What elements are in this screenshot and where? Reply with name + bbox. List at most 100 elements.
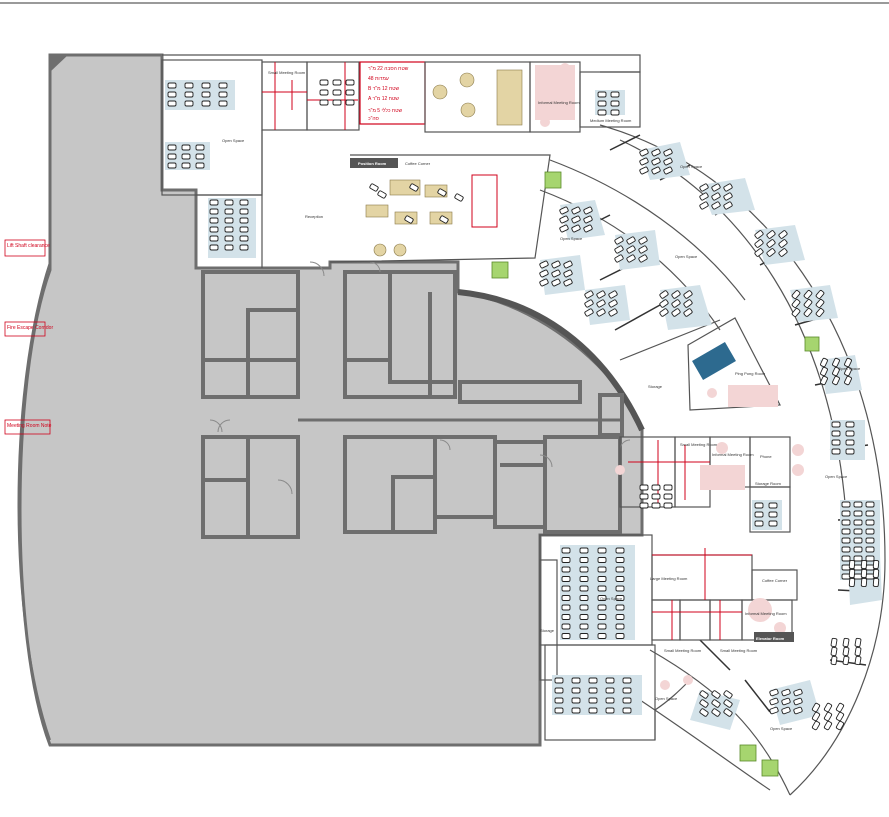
desk-icon xyxy=(723,183,733,192)
desk-icon xyxy=(201,100,211,107)
desk-icon xyxy=(579,633,589,639)
desk-icon xyxy=(195,153,205,160)
desk-icon xyxy=(209,235,219,242)
room-label: Ping Pong Room xyxy=(735,371,766,376)
desk-icon xyxy=(563,269,573,278)
desk-icon xyxy=(539,278,549,287)
desk-icon xyxy=(831,430,841,437)
desk-icon xyxy=(224,217,234,224)
red-note-top: שטח הסבה 22 מ"ר עמדות 48 B שטח 12 מ"ר A … xyxy=(368,66,409,122)
room-label: Informal Meeting Room xyxy=(745,611,787,616)
svg-text:סה"כ: סה"כ xyxy=(368,116,379,122)
desk-icon xyxy=(218,91,228,98)
desk-icon xyxy=(579,576,589,582)
desk-icon xyxy=(345,89,355,96)
desk-icon xyxy=(768,511,778,518)
desk-icon xyxy=(579,623,589,630)
desk-icon xyxy=(605,687,615,694)
room-label: Open Space xyxy=(770,726,793,731)
desk-icon xyxy=(699,699,709,708)
desk-icon xyxy=(239,199,249,206)
desk-icon xyxy=(803,298,813,309)
desk-icon xyxy=(844,357,852,368)
desk-icon xyxy=(723,201,733,210)
desk-icon xyxy=(683,299,693,308)
desk-icon xyxy=(615,566,625,573)
room-label: Open Space xyxy=(222,138,245,143)
desk-icon xyxy=(853,528,863,535)
desk-icon xyxy=(832,375,840,386)
desk-icon xyxy=(369,183,379,192)
room-label: Storage xyxy=(648,384,663,389)
desk-icon xyxy=(639,493,649,500)
desk-icon xyxy=(823,720,833,731)
desk-icon xyxy=(769,706,779,715)
desk-icon xyxy=(671,290,681,299)
desk-icon xyxy=(811,711,821,722)
desk-icon xyxy=(671,308,681,317)
desk-icon xyxy=(597,91,607,98)
desk-icon xyxy=(651,502,661,509)
desk-icon xyxy=(842,637,850,648)
desk-icon xyxy=(559,224,569,233)
desk-icon xyxy=(854,655,862,666)
desk-icon xyxy=(723,690,733,699)
desk-icon xyxy=(865,555,875,562)
room-label: Open Space xyxy=(675,254,698,259)
desk-icon xyxy=(791,307,801,318)
desk-icon xyxy=(605,707,615,714)
desk-icon xyxy=(769,688,779,697)
desk-icon xyxy=(563,260,573,269)
desk-icon xyxy=(588,697,598,704)
desk-icon xyxy=(209,226,219,233)
desk-icon xyxy=(588,687,598,694)
desk-icon xyxy=(539,269,549,278)
desk-icon xyxy=(551,269,561,278)
corner-notch xyxy=(50,55,68,72)
desk-icon xyxy=(579,566,589,573)
desk-icon xyxy=(853,555,863,562)
desk-icon xyxy=(865,528,875,535)
desk-icon xyxy=(853,573,863,580)
desk-icon xyxy=(345,99,355,106)
desk-icon xyxy=(663,484,673,491)
desk-icon xyxy=(626,254,636,263)
desk-icon xyxy=(781,697,791,706)
desk-icon xyxy=(663,148,673,157)
desk-icon xyxy=(597,547,607,554)
desk-icon xyxy=(842,646,850,657)
room-label: Small Meeting Room xyxy=(664,648,702,653)
desk-icon xyxy=(639,148,649,157)
desk-icon xyxy=(167,162,177,169)
desk-icon xyxy=(823,702,833,713)
desk-icon xyxy=(579,547,589,554)
desk-icon xyxy=(224,199,234,206)
desk-icon xyxy=(195,162,205,169)
desk-icon xyxy=(209,199,219,206)
desk-icon xyxy=(865,519,875,526)
desk-icon xyxy=(615,614,625,620)
desk-icon xyxy=(754,230,764,239)
note-text: Meeting Room Note xyxy=(7,423,52,429)
desk-icon xyxy=(571,687,581,694)
desk-icon xyxy=(860,568,868,579)
desk-icon xyxy=(663,502,673,509)
room-label: Open Space xyxy=(680,164,703,169)
desk-icon xyxy=(663,166,673,175)
desk-icon xyxy=(239,208,249,215)
desk-icon xyxy=(848,559,856,570)
desk-icon xyxy=(854,646,862,657)
desk-icon xyxy=(597,100,607,107)
desk-icon xyxy=(835,711,845,722)
position-room-strip xyxy=(350,158,794,642)
desk-icon xyxy=(561,585,571,592)
desk-icon xyxy=(597,585,607,592)
top-border-line xyxy=(0,2,889,4)
desk-icon xyxy=(184,82,194,89)
desk-icon xyxy=(614,254,624,263)
desk-icon xyxy=(209,244,219,251)
desk-icon xyxy=(626,236,636,245)
desk-icon xyxy=(209,208,219,215)
desk-icon xyxy=(551,260,561,269)
desk-icon xyxy=(615,585,625,592)
